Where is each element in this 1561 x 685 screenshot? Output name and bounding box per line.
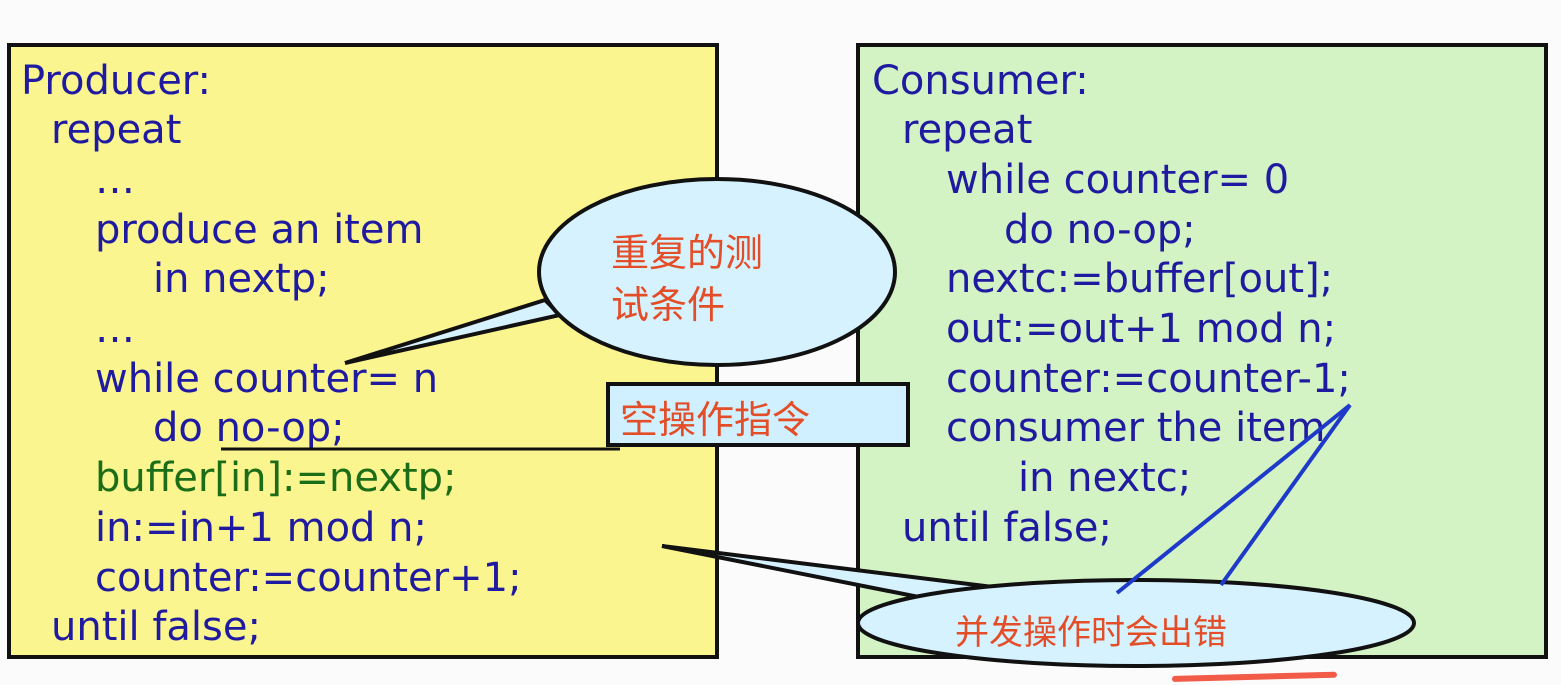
consumer-counter-line: counter:=counter-1; <box>946 356 1351 402</box>
bubble-top-label-line2: 试条件 <box>611 283 726 327</box>
producer-code-panel: Producer: repeat … produce an item in ne… <box>7 43 719 659</box>
producer-in-nextp-line: in nextp; <box>153 256 330 302</box>
producer-counter-line: counter:=counter+1; <box>95 555 522 601</box>
producer-title: Producer: <box>21 58 212 104</box>
producer-ellipsis-2: … <box>95 306 135 352</box>
noop-annotation-box <box>606 382 910 447</box>
consumer-do-noop-line: do no-op; <box>1004 207 1196 253</box>
producer-in-update-line: in:=in+1 mod n; <box>95 505 427 551</box>
producer-do-noop-line: do no-op; <box>153 405 345 451</box>
producer-repeat-line: repeat <box>51 107 182 153</box>
producer-ellipsis-1: … <box>95 157 135 203</box>
consumer-until-line: until false; <box>902 505 1112 551</box>
consumer-code-panel: Consumer: repeat while counter= 0 do no-… <box>856 43 1548 659</box>
consumer-repeat-line: repeat <box>902 107 1033 153</box>
producer-produce-line: produce an item <box>95 207 424 253</box>
consumer-while-line: while counter= 0 <box>946 157 1290 203</box>
consumer-out-update-line: out:=out+1 mod n; <box>946 306 1337 352</box>
producer-until-line: until false; <box>51 604 261 650</box>
consumer-title: Consumer: <box>872 58 1089 104</box>
consumer-nextc-line: nextc:=buffer[out]; <box>946 256 1334 302</box>
bottom-bubble-label: 并发操作时会出错 <box>955 613 1227 653</box>
bubble-top-label-line1: 重复的测 <box>611 231 764 275</box>
consumer-in-nextc-line: in nextc; <box>1018 455 1192 501</box>
noop-annotation-label: 空操作指令 <box>620 398 811 442</box>
consumer-item-line: consumer the item <box>946 405 1326 451</box>
producer-while-line: while counter= n <box>95 356 439 402</box>
red-highlight-stroke <box>1171 671 1338 682</box>
producer-buffer-line: buffer[in]:=nextp; <box>95 455 457 501</box>
